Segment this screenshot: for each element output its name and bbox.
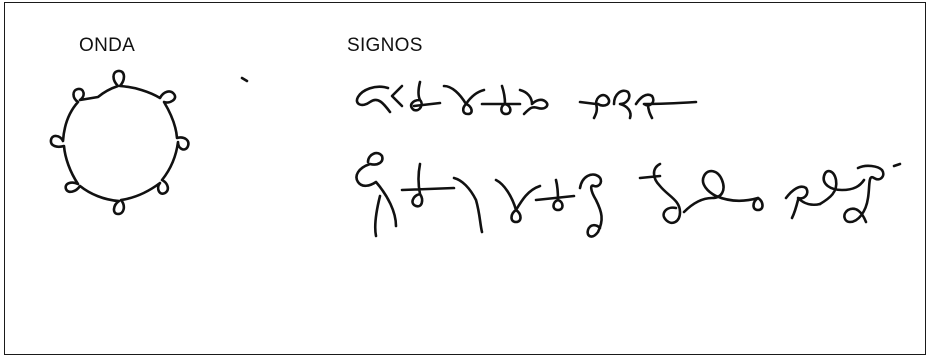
sign-loop-10 — [818, 169, 866, 206]
onda-label: ONDA — [79, 35, 136, 56]
sign-alpha-1 — [355, 85, 392, 114]
sign-hook-7 — [638, 162, 682, 225]
sign-arc-3 — [452, 176, 484, 234]
sign-loop-2 — [409, 80, 442, 112]
sign-loop-2 — [400, 162, 456, 208]
sign-gamma-3 — [442, 84, 486, 116]
figure-frame — [4, 2, 926, 355]
onda-ring-path — [49, 69, 190, 216]
stray-mark — [240, 76, 249, 83]
sign-curl-1 — [355, 151, 398, 238]
sign-loop-6 — [578, 93, 611, 120]
sign-gamma-4 — [494, 178, 542, 224]
sign-hook-6 — [578, 173, 603, 238]
sign-loop-4 — [480, 84, 522, 116]
signos-label: SIGNOS — [347, 35, 423, 56]
sign-curl-11 — [843, 162, 902, 224]
sign-loop-9 — [784, 185, 822, 220]
signos-row-1 — [355, 80, 698, 120]
sign-gamma-5 — [518, 88, 549, 116]
signos-row-2 — [355, 151, 902, 238]
sign-loop-8 — [634, 93, 698, 120]
sign-loop-5 — [534, 178, 576, 212]
sign-loop-7 — [612, 89, 632, 120]
sign-long-8 — [682, 169, 764, 214]
onda-wave-ring — [49, 69, 190, 216]
sign-angle-1 — [390, 84, 404, 108]
